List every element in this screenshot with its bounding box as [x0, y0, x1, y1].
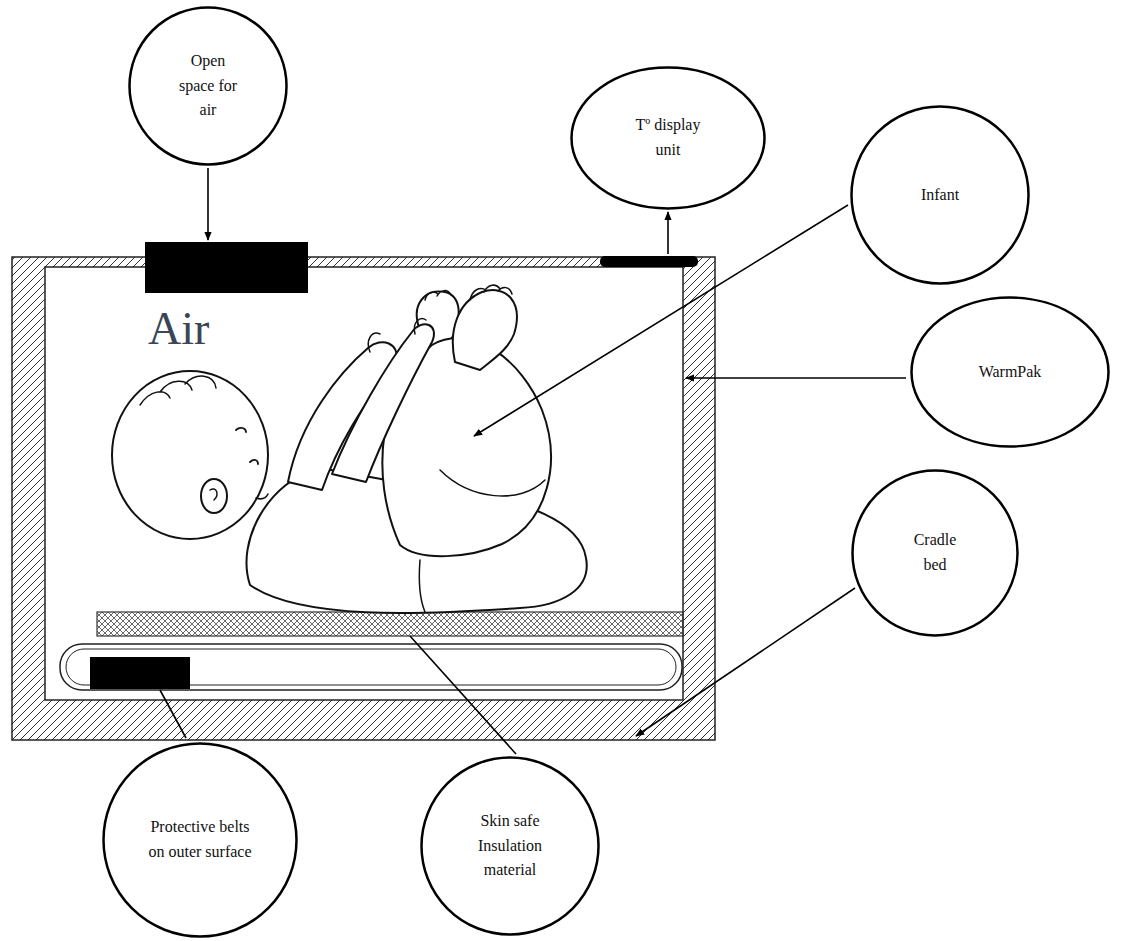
cradle-walls: [12, 257, 715, 740]
leader-lines-part: [410, 636, 516, 754]
callout-text-group: Protective belts on outer surface: [148, 815, 252, 865]
callout-text-group: Cradle bed: [905, 528, 965, 578]
leader-lines-part: [636, 588, 855, 736]
callout-outline: [102, 742, 298, 938]
callout-text: Tº display unit: [625, 113, 711, 163]
callout-outline: [572, 68, 765, 209]
infant-figure-part: [425, 291, 451, 300]
callout-text: Protective belts on outer surface: [148, 815, 252, 865]
callout-outline: [853, 471, 1018, 636]
infant-figure-part: [201, 479, 227, 513]
leader-lines-part: [474, 205, 848, 436]
infant-figure-part: [210, 489, 217, 500]
callout-outline: [570, 66, 766, 210]
infant-figure-part: [470, 285, 512, 300]
infant-figure: [112, 285, 587, 613]
air-opening: [145, 242, 308, 293]
air-opening-part: [145, 242, 308, 293]
callout-text-group: Tº display unit: [625, 113, 711, 163]
callout-text-group: Infant: [890, 183, 990, 208]
infant-figure-part: [453, 290, 517, 370]
callout-text: Skin safe Insulation material: [470, 809, 550, 883]
leader-lines-part: [160, 690, 186, 738]
infant-figure-part: [112, 371, 268, 539]
callout-ellipse: Tº display unit: [570, 66, 766, 210]
callout-ellipse: WarmPak: [910, 296, 1110, 448]
callout-text-group: Skin safe Insulation material: [470, 809, 550, 883]
display-bar-part: [600, 256, 698, 267]
cradle-walls-part: [12, 257, 715, 740]
leader-lines: [160, 168, 906, 754]
leader-lines-part: [207, 168, 209, 240]
callout-text: Open space for air: [177, 49, 239, 123]
infant-figure-part: [368, 319, 426, 352]
leader-lines-part: [686, 377, 906, 379]
display-bar: [600, 256, 698, 267]
insulation-layer-part: [97, 612, 683, 636]
infant-figure-part: [256, 494, 268, 499]
callout-outline: [104, 744, 297, 937]
leader-lines-part: [667, 212, 669, 254]
infant-figure-part: [419, 560, 425, 612]
callout-circle: Infant: [850, 105, 1030, 285]
callout-text-group: Open space for air: [177, 49, 239, 123]
infant-figure-part: [140, 376, 216, 405]
callout-text: Infant: [890, 183, 990, 208]
part-label: Air: [148, 302, 209, 355]
callout-circle: Protective belts on outer surface: [102, 742, 298, 938]
callout-circle: Cradle bed: [851, 469, 1019, 637]
callout-circle: Open space for air: [128, 6, 288, 166]
callout-circle: Skin safe Insulation material: [420, 756, 600, 936]
callout-outline: [912, 298, 1109, 447]
callout-outline: [851, 469, 1019, 637]
callout-text-group: WarmPak: [950, 360, 1070, 385]
callout-outline: [130, 8, 287, 165]
callout-text: WarmPak: [950, 360, 1070, 385]
callout-text: Cradle bed: [905, 528, 965, 578]
insulation-layer: [97, 612, 683, 636]
infant-figure-part: [250, 460, 258, 464]
warmpak-pad: [60, 644, 682, 690]
cradle-walls-part: [45, 267, 683, 700]
infant-figure-part: [440, 470, 545, 496]
infant-figure-part: [332, 324, 434, 482]
warmpak-pad-part: [90, 657, 190, 689]
callout-outline: [852, 107, 1029, 284]
infant-figure-part: [236, 428, 246, 432]
warmpak-pad-part: [60, 644, 682, 690]
callout-outline: [422, 758, 599, 935]
